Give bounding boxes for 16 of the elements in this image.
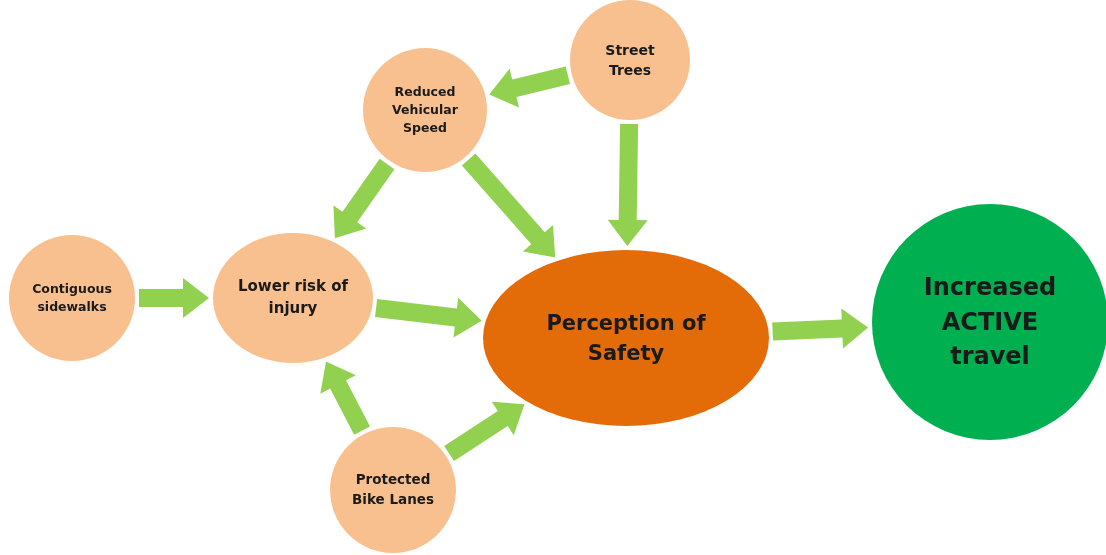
block-arrow [461, 153, 556, 258]
block-arrow [489, 66, 570, 108]
node-label: Street Trees [604, 40, 656, 80]
node-label: Increased ACTIVE travel [922, 271, 1058, 373]
block-arrow [607, 123, 648, 246]
block-arrow [333, 158, 395, 239]
node-label: Contiguous sidewalks [31, 279, 113, 316]
node-label: Protected Bike Lanes [351, 470, 435, 509]
block-arrow [772, 308, 869, 349]
block-arrow [139, 278, 209, 318]
node-label: Lower risk of injury [237, 276, 350, 319]
block-arrow [444, 401, 525, 461]
node-label: Reduced Vehicular Speed [391, 82, 459, 138]
node-label: Perception of Safety [545, 309, 707, 367]
block-arrow [320, 361, 370, 435]
block-arrow [375, 297, 482, 338]
